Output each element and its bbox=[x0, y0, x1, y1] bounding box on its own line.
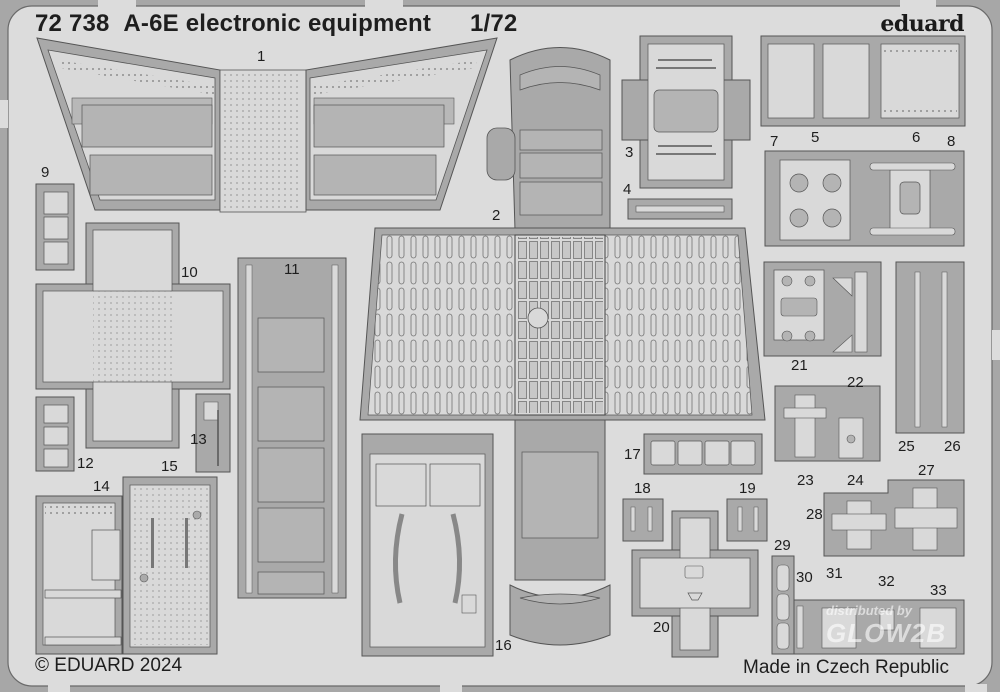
part-14 bbox=[35, 495, 123, 655]
part-11 bbox=[237, 257, 347, 599]
part-label: 33 bbox=[930, 582, 947, 599]
part-label: 15 bbox=[161, 458, 178, 475]
part-label: 30 bbox=[796, 569, 813, 586]
part-15 bbox=[122, 476, 218, 655]
part-label: 2 bbox=[492, 207, 501, 224]
parts-29-33 bbox=[771, 555, 965, 655]
part-label: 6 bbox=[912, 129, 921, 146]
part-label: 25 bbox=[898, 438, 915, 455]
part-label: 23 bbox=[797, 472, 814, 489]
part-label: 32 bbox=[878, 573, 895, 590]
part-label: 12 bbox=[77, 455, 94, 472]
part-label: 29 bbox=[774, 537, 791, 554]
brand-logo: eduard bbox=[880, 11, 964, 37]
scale-label: 1/72 bbox=[469, 10, 518, 37]
origin-text: Made in Czech Republic bbox=[743, 657, 949, 678]
product-title: A-6E electronic equipment bbox=[123, 10, 432, 37]
part-label: 22 bbox=[847, 374, 864, 391]
part-label: 24 bbox=[847, 472, 864, 489]
part-label: 17 bbox=[624, 446, 641, 463]
part-label: 31 bbox=[826, 565, 843, 582]
part-label: 3 bbox=[625, 144, 634, 161]
part-label: 26 bbox=[944, 438, 961, 455]
sheet-title: 72 738 A-6E electronic equipment 1/72 bbox=[35, 10, 517, 38]
part-label: 10 bbox=[181, 264, 198, 281]
part-label: 18 bbox=[634, 480, 651, 497]
part-label: 14 bbox=[93, 478, 110, 495]
part-17 bbox=[643, 433, 763, 475]
product-number: 72 738 bbox=[35, 10, 110, 37]
parts-27-28 bbox=[823, 479, 965, 557]
part-16 bbox=[361, 433, 494, 657]
part-1 bbox=[36, 37, 498, 213]
part-label: 7 bbox=[770, 133, 779, 150]
part-label: 4 bbox=[623, 181, 632, 198]
part-label: 8 bbox=[947, 133, 956, 150]
copyright-text: © EDUARD 2024 bbox=[35, 655, 183, 676]
part-label: 19 bbox=[739, 480, 756, 497]
part-label: 16 bbox=[495, 637, 512, 654]
parts-23-24 bbox=[774, 385, 881, 462]
part-13 bbox=[195, 393, 231, 473]
part-label: 5 bbox=[811, 129, 820, 146]
part-2 bbox=[359, 47, 766, 646]
part-3 bbox=[621, 35, 751, 189]
part-label: 27 bbox=[918, 462, 935, 479]
part-label: 11 bbox=[284, 261, 300, 278]
part-12 bbox=[35, 396, 75, 472]
part-label: 21 bbox=[791, 357, 808, 374]
parts-25-26 bbox=[895, 261, 965, 434]
part-label: 9 bbox=[41, 164, 50, 181]
parts-21-22 bbox=[763, 261, 882, 357]
parts-5-6 bbox=[760, 35, 966, 127]
part-label: 1 bbox=[257, 48, 266, 65]
part-4 bbox=[627, 198, 733, 220]
parts-18-19 bbox=[622, 498, 768, 542]
part-label: 28 bbox=[806, 506, 823, 523]
part-label: 13 bbox=[190, 431, 207, 448]
part-9 bbox=[35, 183, 75, 271]
part-20 bbox=[631, 510, 759, 658]
parts-7-8 bbox=[764, 150, 965, 247]
part-label: 20 bbox=[653, 619, 670, 636]
part-10 bbox=[35, 222, 231, 449]
